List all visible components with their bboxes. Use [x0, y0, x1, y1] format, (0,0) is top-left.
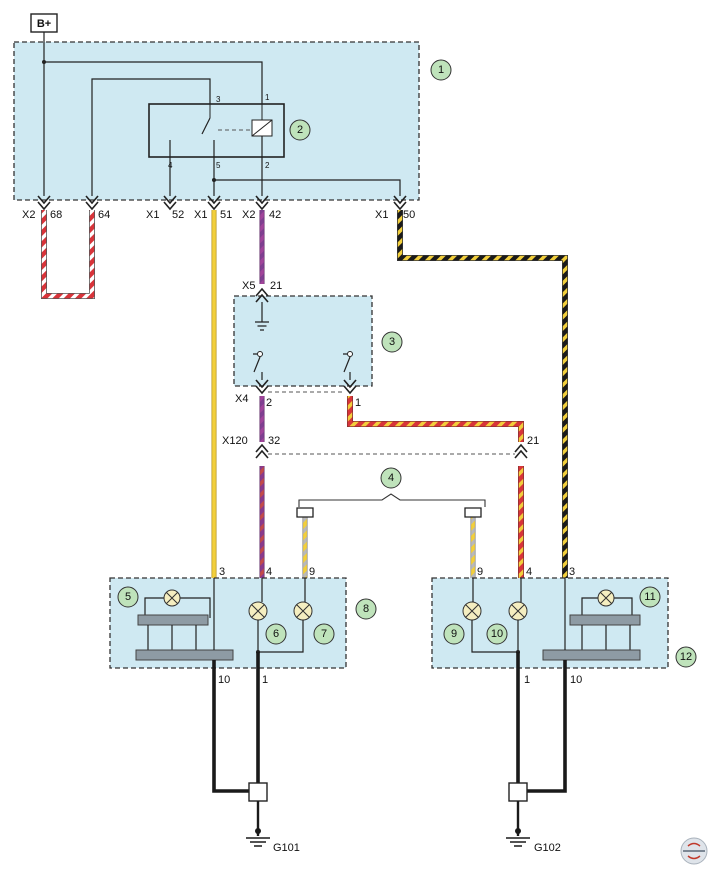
callout-1: 1 [430, 59, 452, 81]
svg-text:4: 4 [266, 566, 272, 578]
ground-label-right: G102 [534, 842, 561, 854]
svg-text:1: 1 [524, 674, 530, 686]
wire-64-relay-contact [91, 78, 211, 196]
connector-plug-left [296, 507, 314, 518]
callout-4: 4 [380, 467, 402, 489]
svg-text:9: 9 [309, 566, 315, 578]
callout-9: 9 [443, 623, 465, 645]
conn-x2-68-name: X2 [22, 209, 35, 221]
svg-text:X1: X1 [375, 209, 388, 221]
led-board-11a [569, 614, 641, 626]
svg-text:5: 5 [216, 161, 221, 170]
svg-text:10: 10 [570, 674, 582, 686]
callout-8: 8 [355, 598, 377, 620]
svg-text:52: 52 [172, 209, 184, 221]
callout-3: 3 [381, 331, 403, 353]
connector-forks-x4 [255, 379, 357, 395]
svg-text:X2: X2 [242, 209, 255, 221]
ground-symbol-switch [255, 321, 269, 331]
wire-black-yellow-50 [397, 210, 568, 578]
callout-5: 5 [117, 586, 139, 608]
svg-text:50: 50 [403, 209, 415, 221]
svg-text:2: 2 [265, 161, 270, 170]
connector-forks-x5 [255, 287, 269, 303]
switch-contact-right [343, 353, 351, 380]
svg-text:2: 2 [297, 124, 303, 136]
svg-text:9: 9 [451, 628, 457, 640]
svg-text:7: 7 [321, 628, 327, 640]
svg-text:X1: X1 [146, 209, 159, 221]
relay-switch [201, 117, 211, 135]
svg-text:5: 5 [125, 591, 131, 603]
svg-text:1: 1 [265, 93, 270, 102]
svg-text:3: 3 [569, 566, 575, 578]
callout-7: 7 [313, 623, 335, 645]
svg-text:11: 11 [644, 591, 655, 603]
callout-11: 11 [639, 586, 661, 608]
svg-text:X1: X1 [194, 209, 207, 221]
corner-logo-icon [680, 837, 708, 865]
svg-text:4: 4 [388, 472, 394, 484]
svg-text:1: 1 [262, 674, 268, 686]
callout-2: 2 [289, 119, 311, 141]
svg-text:4: 4 [526, 566, 532, 578]
callout-10: 10 [486, 623, 508, 645]
connector-forks-top [37, 195, 407, 211]
svg-text:3: 3 [389, 336, 395, 348]
ground-wire-right-10 [527, 660, 567, 793]
svg-text:21: 21 [270, 280, 282, 292]
svg-text:9: 9 [477, 566, 483, 578]
svg-text:21: 21 [527, 435, 539, 447]
ground-label-left: G101 [273, 842, 300, 854]
supply-label: B+ [37, 18, 51, 30]
svg-text:8: 8 [363, 603, 369, 615]
svg-text:51: 51 [220, 209, 232, 221]
svg-text:X120: X120 [222, 435, 248, 447]
svg-text:10: 10 [491, 628, 503, 640]
svg-text:X4: X4 [235, 393, 248, 405]
svg-text:3: 3 [219, 566, 225, 578]
supply-wire-relay-coil [44, 61, 263, 104]
wire-50 [214, 179, 401, 196]
svg-text:10: 10 [218, 674, 230, 686]
svg-text:2: 2 [266, 397, 272, 409]
svg-text:42: 42 [269, 209, 281, 221]
connector-plug-right [464, 507, 482, 518]
callout-12: 12 [675, 646, 697, 668]
svg-text:64: 64 [98, 209, 110, 221]
bracket-4 [298, 493, 486, 507]
svg-text:1: 1 [438, 64, 444, 76]
wire-loop-68-64 [41, 210, 95, 299]
ground-point-left [246, 782, 270, 847]
led-board-11b [542, 649, 641, 661]
ground-wire-left-10 [212, 660, 249, 793]
svg-text:X5: X5 [242, 280, 255, 292]
callout-6: 6 [265, 623, 287, 645]
connector-forks-x120 [255, 443, 528, 459]
svg-text:1: 1 [355, 397, 361, 409]
led-board-5b [135, 649, 234, 661]
switch-contact-left [253, 353, 263, 380]
led-board-5a [137, 614, 209, 626]
svg-text:68: 68 [50, 209, 62, 221]
switch-module-3 [233, 295, 373, 387]
svg-text:32: 32 [268, 435, 280, 447]
svg-text:6: 6 [273, 628, 279, 640]
battery-supply: B+ [30, 13, 58, 33]
svg-text:4: 4 [168, 161, 173, 170]
svg-text:3: 3 [216, 95, 221, 104]
wire-red-yellow-1 [347, 396, 524, 442]
svg-text:12: 12 [680, 651, 692, 663]
ground-point-right [506, 782, 530, 847]
